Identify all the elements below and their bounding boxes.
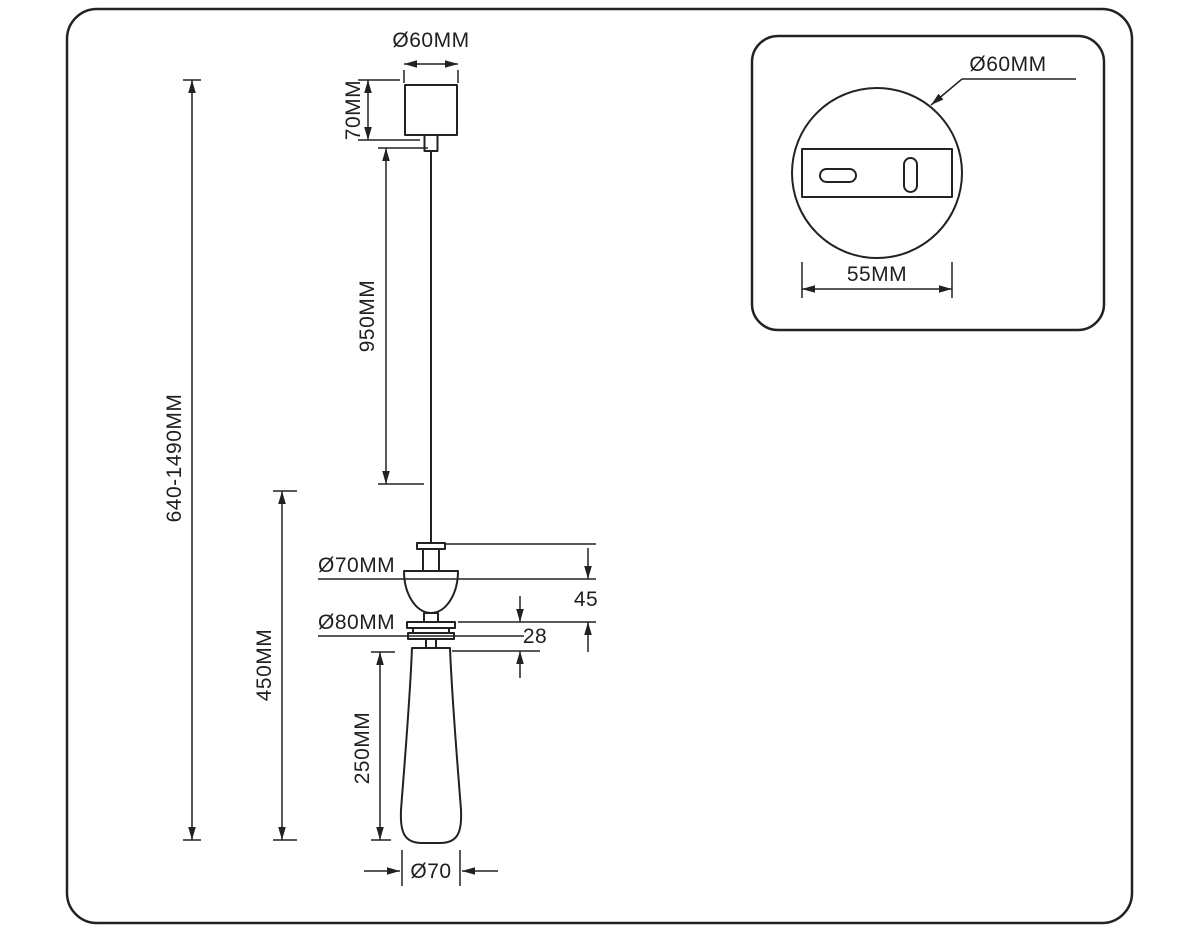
canopy-group: [404, 84, 458, 152]
collar-neck: [422, 548, 440, 572]
bracket-slot-vertical: [903, 157, 918, 193]
dim-shade-diameter: Ø70: [364, 850, 498, 886]
cord-length-label: 950MM: [356, 280, 379, 353]
holder-height-label: 45: [574, 588, 598, 611]
dim-canopy-height: 70MM: [342, 79, 420, 141]
bracket-width-label: 55MM: [847, 263, 907, 286]
dim-plate-height: 28: [516, 596, 547, 678]
shade-stem: [425, 638, 437, 649]
canopy-height-label: 70MM: [342, 80, 365, 140]
inset-diameter-leader-arrow: [930, 78, 963, 106]
canopy-body: [404, 84, 458, 136]
drawing-border: [65, 7, 1134, 925]
shade-diameter-label: Ø70: [410, 860, 451, 883]
dim-body-height: 450MM: [253, 490, 297, 841]
glass-shade: [399, 647, 463, 844]
leader-plate-diameter: Ø80MM: [318, 611, 524, 637]
inset-diameter-label: Ø60MM: [969, 53, 1046, 76]
bracket-slot-horizontal: [819, 168, 857, 183]
plate-height-label: 28: [523, 625, 547, 648]
lamp-head-group: [403, 542, 459, 649]
overall-height-label: 640-1490MM: [163, 394, 186, 523]
canopy-diameter-label: Ø60MM: [392, 29, 469, 52]
dome-neck: [423, 612, 439, 623]
inset-border: [750, 34, 1106, 332]
leader-inset-diameter: Ø60MM: [930, 53, 1076, 106]
holder-diameter-label: Ø70MM: [318, 554, 395, 577]
dim-holder-height: 45: [574, 548, 598, 652]
leader-holder-diameter: Ø70MM: [318, 554, 596, 580]
canopy-top-view-inset: Ø60MM 55MM: [750, 34, 1106, 332]
dim-overall-height: 640-1490MM: [163, 79, 201, 841]
shade-height-label: 250MM: [351, 712, 374, 785]
dim-canopy-diameter: Ø60MM: [392, 29, 469, 83]
dim-cord-length: 950MM: [356, 147, 428, 485]
plate-diameter-label: Ø80MM: [318, 611, 395, 634]
dim-bracket-width: 55MM: [801, 262, 953, 298]
lamp-dome: [403, 570, 459, 614]
dim-shade-height: 250MM: [351, 651, 395, 841]
body-height-label: 450MM: [253, 629, 276, 702]
